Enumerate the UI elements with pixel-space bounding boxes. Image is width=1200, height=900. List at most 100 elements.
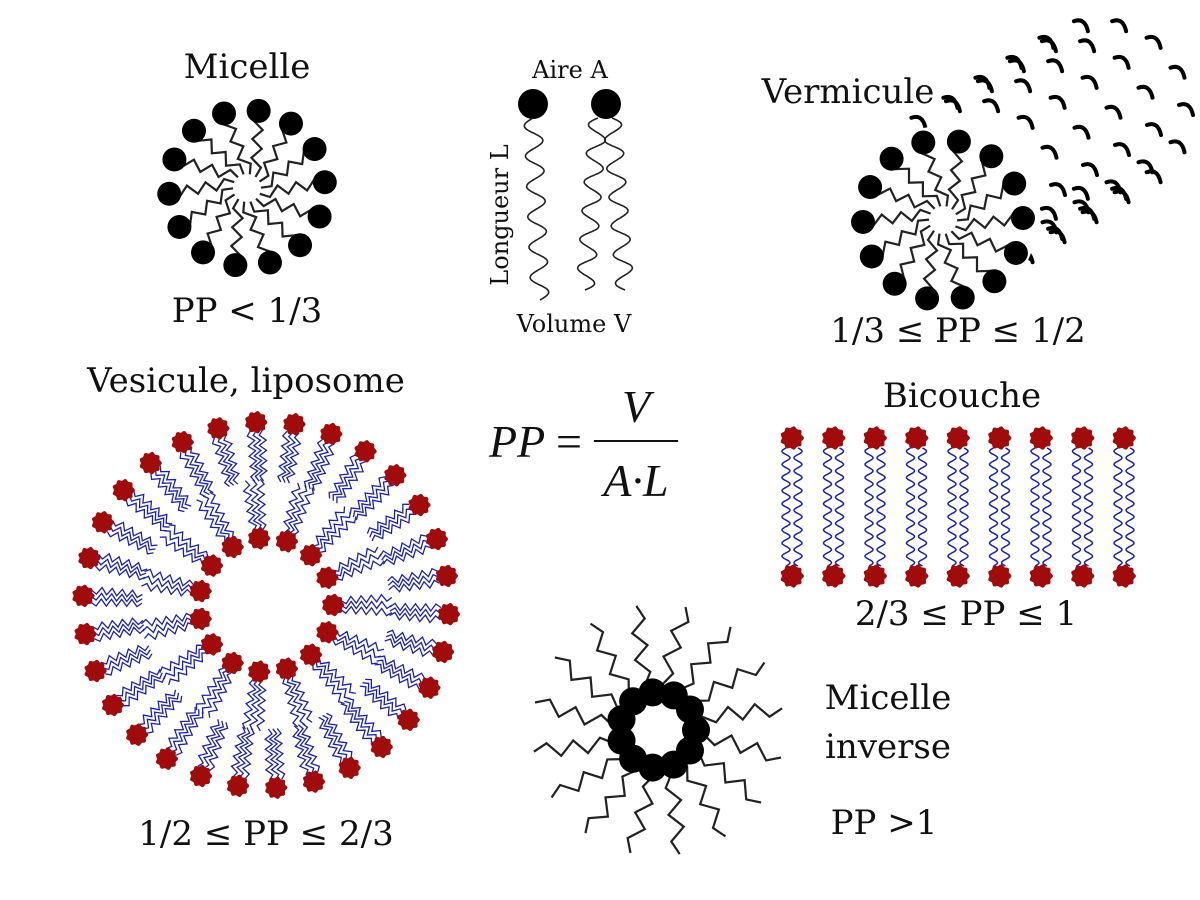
vesicle-tail [150,473,185,513]
vermicule-head [911,130,936,155]
vesicle-tail [340,605,393,617]
vesicle-inner-head [300,543,323,567]
micelle-head [278,111,303,136]
vesicle-tail [369,508,413,538]
vesicle-tail [133,490,173,525]
vermicule-pp-label: 1/3 ≤ PP ≤ 1/2 [830,311,1085,351]
vermicule-head [915,286,940,311]
vesicle-inner-head [316,621,339,644]
vesicle-tail [165,706,196,750]
micelle-title: Micelle [184,47,311,87]
micelle-head [246,98,271,123]
micelle-pp-label: PP < 1/3 [172,291,323,331]
vermicule-arc [1177,102,1195,117]
vesicle-tail [208,722,229,772]
micelle-head [302,137,327,162]
vesicle-tail [336,460,367,504]
vesicle-diagram [72,411,461,799]
vesicle-tail [208,671,233,718]
bilayer-top-head [905,426,929,450]
vesicle-tail [389,602,442,613]
vesicle-outer-head [432,640,455,664]
vermicule-arc [1071,185,1090,201]
vesicle-tail [287,485,308,535]
vesicle-tail [141,582,193,597]
vesicle-tail [241,678,257,730]
vermicule-arc [1078,205,1097,221]
vesicle-tail [159,644,203,674]
vesicle-tail [195,666,225,711]
bilayer-tail [1030,447,1040,567]
vesicle-tail [184,449,210,496]
vesicle-tail [209,491,235,538]
vesicle-tail [334,553,382,577]
vesicle-tail [362,682,403,715]
vesicle-tail [90,592,143,603]
vesicle-outer-head [155,747,179,770]
inverse-tail [664,773,686,855]
inverse-tail [630,605,652,687]
vesicle-tail [246,430,259,482]
vesicle-outer-head [435,564,459,588]
vermicule-head [946,129,971,154]
vermicule-arc [1072,124,1091,140]
aire-label: Aire A [531,56,608,84]
bilayer-tail [905,447,916,567]
micelle-head [167,214,192,239]
amphiphile-tail [603,117,634,291]
vesicle-tail [202,495,230,541]
vesicle-tail [217,435,236,486]
vesicle-tail [249,679,262,731]
vesicle-tail [142,692,180,730]
vermicule-head [1002,171,1027,196]
vesicle-tail [202,720,225,770]
vermicule-arc [1110,18,1129,34]
vesicle-tail [340,600,393,610]
vesicle-tail [374,663,420,690]
vesicle-tail [142,575,194,592]
vesicle-outer-head [397,708,420,732]
bicouche-pp-label: 2/3 ≤ PP ≤ 1 [855,594,1077,634]
vesicle-tail [256,679,267,732]
vesicle-tail [316,511,351,550]
vesicle-tail [230,726,246,778]
vesicle-tail [340,703,373,745]
bilayer-diagram [780,426,1136,588]
vesicle-outer-head [283,412,306,436]
vermicule-title: Vermicule [761,72,935,112]
vermicule-arc [1016,114,1035,130]
vesicle-outer-head [418,676,441,699]
vesicle-outer-head [384,464,407,487]
vermicule-arc [1071,18,1090,34]
formula-numerator: V [622,381,655,432]
vesicle-tail [249,479,262,531]
vesicle-outer-head [112,478,135,502]
micelle-diagram [157,98,337,278]
vesicle-outer-head [320,422,343,446]
vermicule-backdrop [849,126,1037,314]
vesicle-tail [168,651,209,686]
vesicle-inner-head [189,579,212,603]
micelle-head [162,147,187,172]
bilayer-top-head [988,426,1012,450]
vesicle-tail [292,487,315,536]
vesicle-tail [104,653,153,676]
inverse-title-line2: inverse [825,727,951,767]
vesicle-tail [335,630,385,652]
vesicle-inner-head [275,530,299,553]
vesicle-tail [347,697,382,737]
vesicle-tail [307,440,330,490]
inverse-tail [697,751,762,804]
vesicle-tail [109,525,156,551]
vesicle-tail [242,480,258,532]
vesicle-tail [116,668,161,697]
inverse-head [607,726,636,755]
bilayer-bottom-head [1112,564,1136,588]
vermicule-arc [1040,144,1059,160]
vermicule-arc [1046,225,1065,241]
bilayer-bottom-head [822,564,846,588]
vermicule-arc [1168,64,1187,80]
vesicle-tail [282,482,301,533]
vesicle-tail [378,655,426,679]
vesicle-tail [119,672,163,702]
